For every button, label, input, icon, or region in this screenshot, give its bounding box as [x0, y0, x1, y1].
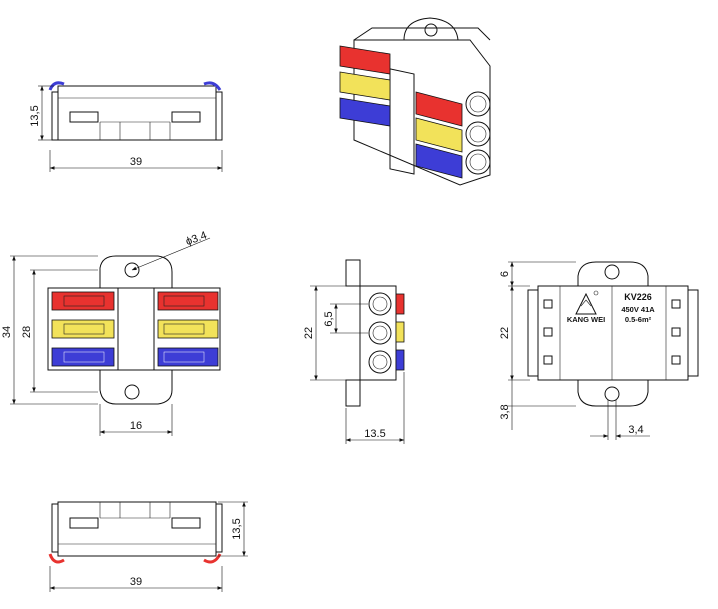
side-view-height-dim: 22 — [303, 327, 315, 339]
back-view-height-dim: 22 — [499, 327, 511, 339]
bottom-view-width-dim: 39 — [130, 576, 142, 588]
front-lever-yellow-left — [51, 319, 115, 339]
side-lever-red — [395, 293, 405, 315]
side-lever-yellow — [395, 321, 405, 343]
top-view-width-dim: 39 — [130, 156, 142, 168]
back-view-top-dim: 6 — [499, 271, 511, 277]
rating-label: 450V 41A — [621, 305, 655, 314]
back-view-bottom-dim: 3,8 — [499, 404, 511, 419]
front-view: 34 28 ϕ3.4 16 — [1, 230, 221, 436]
iso-lever-blue-right — [415, 143, 463, 179]
iso-lever-red-right — [415, 91, 463, 127]
bottom-view: 13,5 39 — [48, 501, 248, 592]
front-lever-red-right — [157, 291, 219, 311]
back-view: KANG WEI KV226 450V 41A 0.5-6m² 6 22 3,8… — [499, 261, 699, 440]
front-view-height-dim: 34 — [1, 326, 13, 338]
side-view: 22 6,5 13.5 — [303, 259, 405, 444]
model-label: KV226 — [624, 292, 652, 302]
brand-logo — [575, 290, 599, 315]
top-view-clip-left — [48, 81, 65, 91]
bottom-view-clip-left — [48, 553, 65, 564]
back-view-slot-dim: 3,4 — [628, 424, 643, 436]
iso-lever-blue-left — [339, 97, 391, 127]
side-view-depth-dim: 13.5 — [364, 428, 385, 440]
front-view-hole-dim: ϕ3.4 — [184, 230, 208, 249]
side-view-pitch-dim: 6,5 — [323, 311, 335, 326]
front-lever-red-left — [51, 291, 115, 311]
top-view-height-dim: 13,5 — [29, 105, 41, 126]
front-lever-blue-left — [51, 347, 115, 367]
iso-lever-yellow-left — [339, 71, 391, 101]
front-view-tab-dim: 16 — [130, 420, 142, 432]
bottom-view-height-dim: 13,5 — [231, 518, 243, 539]
front-lever-blue-right — [157, 347, 219, 367]
top-view-clip-right — [203, 81, 222, 91]
bottom-view-clip-right — [203, 553, 222, 564]
section-label: 0.5-6m² — [625, 315, 652, 324]
isometric-view — [339, 17, 491, 186]
iso-lever-yellow-right — [415, 117, 463, 153]
front-view-inner-dim: 28 — [21, 326, 33, 338]
side-lever-blue — [395, 349, 405, 371]
brand-label: KANG WEI — [567, 315, 605, 324]
front-lever-yellow-right — [157, 319, 219, 339]
top-view: 13,5 39 — [29, 81, 223, 172]
